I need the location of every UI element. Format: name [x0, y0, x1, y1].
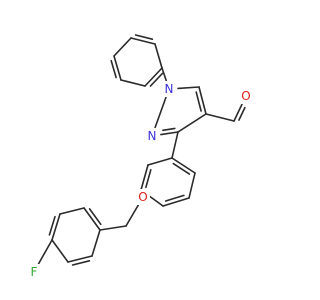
- bond-CH2-f1: [99, 225, 127, 231]
- double-bond-r3-r4: [164, 194, 185, 202]
- bond-f1-f2: [83, 207, 101, 231]
- atom-n1: N: [165, 82, 174, 96]
- molecule-structure: N N O O F: [27, 34, 253, 280]
- bond-r3-r4: [162, 197, 190, 207]
- bond-C4-Ccho: [205, 113, 235, 122]
- bond-pa5-pa6: [120, 79, 146, 87]
- double-bond-r1-r2: [172, 162, 191, 175]
- bond-pa3-pa4: [113, 37, 132, 57]
- double-bond-pa2-pa3: [134, 34, 154, 41]
- double-bond-r5-r6: [145, 169, 152, 189]
- bond-C4-C3: [177, 113, 207, 133]
- o-aldehyde-label-bg: [239, 88, 253, 104]
- bond-f3-f4: [51, 213, 61, 241]
- atom-n2: N: [148, 129, 157, 143]
- atom-f: F: [31, 265, 38, 279]
- bond-r6-r1: [147, 157, 173, 166]
- o-ether-label-bg: [136, 189, 150, 205]
- atom-o-aldehyde: O: [241, 89, 250, 103]
- atom-label-layer: N N O O F: [27, 81, 253, 280]
- bond-pa1-N1: [161, 67, 167, 82]
- bond-Ccho-Ocho: [233, 102, 244, 122]
- bond-f4-F: [37, 239, 53, 266]
- bond-pa1-pa2: [154, 43, 163, 69]
- atom-o-ether: O: [138, 190, 147, 204]
- n2-label-bg: [145, 128, 159, 144]
- bond-r5-r6: [140, 164, 149, 191]
- bond-C3-N2: [160, 131, 179, 136]
- bond-pa2-pa3: [130, 37, 156, 45]
- bond-layer: [37, 34, 246, 266]
- double-bond-Ccho-Ocho: [238, 106, 246, 121]
- bond-N2-N1: [154, 96, 167, 129]
- bond-r1-r2: [171, 157, 196, 174]
- bond-pa4-pa5: [113, 55, 122, 81]
- n1-label-bg: [162, 81, 176, 97]
- f-label-bg: [27, 264, 41, 280]
- bond-Oe-CH2: [125, 203, 140, 227]
- double-bond-f5-f6: [71, 259, 91, 266]
- bond-f2-f3: [59, 207, 85, 215]
- bond-f4-f5: [51, 239, 69, 263]
- bond-C3-r1: [171, 131, 179, 159]
- double-bond-f1-f2: [88, 208, 102, 226]
- bond-C5-C4: [198, 86, 207, 115]
- bond-f6-f1: [91, 229, 101, 257]
- double-bond-C5-C4: [195, 91, 202, 112]
- bond-pa6-pa1: [144, 67, 163, 87]
- double-bond-pa4-pa5: [110, 59, 117, 79]
- double-bond-C3-N2: [162, 127, 176, 132]
- double-bond-f3-f4: [48, 215, 56, 236]
- bond-f5-f6: [67, 255, 93, 263]
- double-bond-pa6-pa1: [149, 72, 164, 87]
- diagram-canvas: N N O O F: [27, 34, 253, 280]
- bond-N1-C5: [177, 86, 200, 90]
- bond-r2-r3: [188, 172, 196, 199]
